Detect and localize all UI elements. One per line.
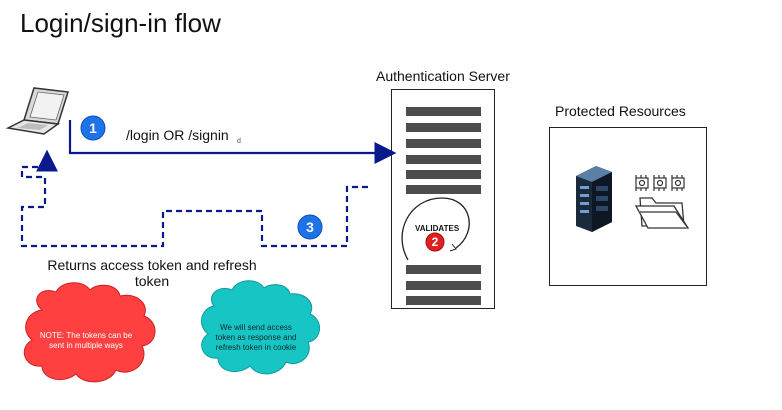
server-bar (406, 155, 481, 164)
page-title: Login/sign-in flow (20, 8, 221, 38)
protected-resources-label: Protected Resources (555, 103, 686, 119)
server-bar (406, 107, 481, 116)
return-label: Returns access token and refresh token (47, 257, 257, 289)
note-cloud (23, 282, 156, 383)
chip-icons (635, 175, 685, 191)
response-path (20, 149, 368, 248)
server-bar (406, 170, 481, 179)
step-1-label: 1 (89, 120, 97, 136)
auth-server-label: Authentication Server (376, 68, 510, 84)
request-arrow (68, 120, 397, 164)
server-bar (406, 185, 481, 194)
auth-server-box (391, 89, 495, 309)
note-cloud-text: NOTE: The tokens can be sent in multiple… (39, 331, 133, 350)
validates-label: VALIDATES (415, 224, 460, 233)
laptop-icon (5, 87, 69, 135)
server-bar (406, 123, 481, 132)
step-2-label: 2 (431, 235, 439, 249)
send-cloud (200, 280, 320, 375)
step-1-badge (80, 115, 106, 141)
server-rack-icon (576, 166, 612, 232)
step-3-badge (297, 214, 323, 240)
protected-resources-box (549, 127, 707, 286)
request-sub-label: d (237, 138, 241, 145)
step-3-label: 3 (306, 219, 314, 235)
step-2-badge (425, 232, 445, 252)
folder-icon (634, 197, 690, 229)
request-label: /login OR /signin (126, 127, 229, 143)
send-cloud-text: We will send access token as response an… (215, 323, 297, 352)
server-bar (406, 296, 481, 305)
server-bar (406, 281, 481, 290)
server-bar (406, 265, 481, 274)
server-bar (406, 139, 481, 148)
validates-loop (401, 197, 470, 261)
